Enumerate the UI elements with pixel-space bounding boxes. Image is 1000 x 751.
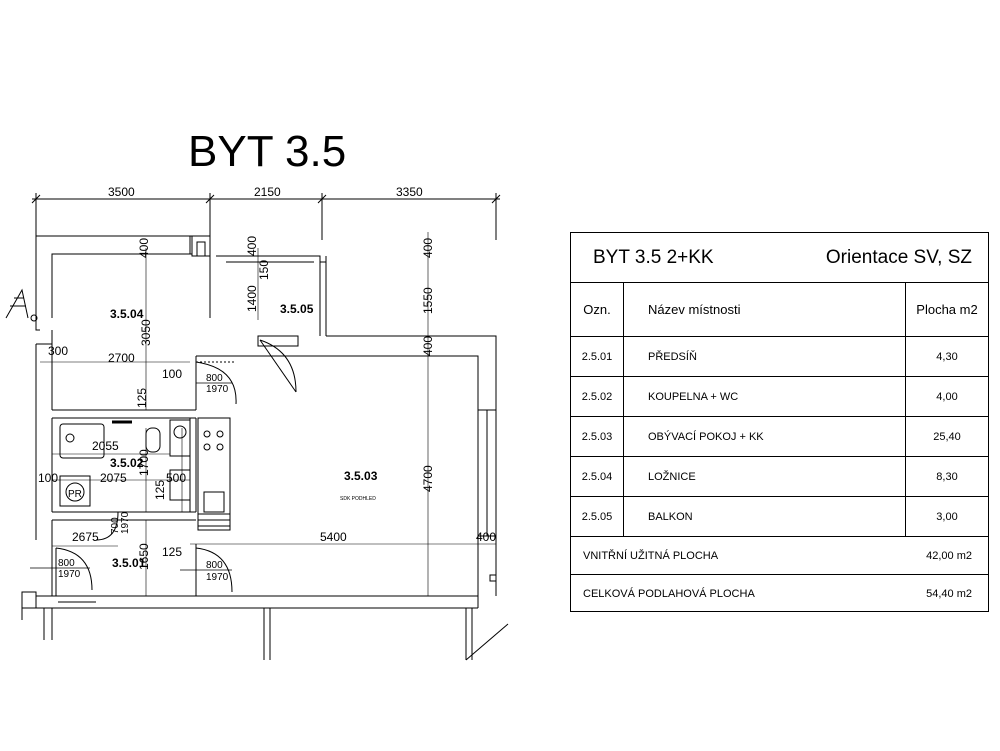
- door-height-a: 1970: [206, 384, 229, 395]
- dim-400-e: 400: [476, 530, 496, 544]
- col-header-area: Plocha m2: [916, 302, 978, 317]
- door-width-c: 800: [58, 558, 75, 569]
- dim-400-d: 400: [421, 336, 435, 356]
- room-3-5-01: 3.5.01: [112, 556, 146, 570]
- cell-area: 8,30: [936, 470, 958, 483]
- dim-125-a: 125: [135, 388, 149, 408]
- cell-name: OBÝVACÍ POKOJ + KK: [624, 417, 906, 456]
- summary-row: VNITŘNÍ UŽITNÁ PLOCHA 42,00 m2: [571, 537, 988, 575]
- dim-1700: 1700: [137, 449, 151, 476]
- dim-400-b: 400: [245, 236, 259, 256]
- floor-plan: BYT 3.5: [5, 127, 509, 661]
- plan-linework: [5, 193, 509, 661]
- cell-ozn: 2.5.03: [571, 417, 624, 456]
- dim-100-b: 100: [38, 471, 58, 485]
- cell-area: 4,30: [936, 350, 958, 363]
- door-height-c: 1970: [58, 569, 81, 580]
- cell-ozn: 2.5.01: [571, 337, 624, 376]
- room-3-5-04: 3.5.04: [110, 307, 144, 321]
- cell-ozn: 2.5.05: [571, 497, 624, 536]
- cell-area: 25,40: [933, 430, 961, 443]
- dim-1550: 1550: [421, 287, 435, 314]
- summary-label: CELKOVÁ PODLAHOVÁ PLOCHA: [583, 588, 755, 600]
- cell-ozn: 2.5.04: [571, 457, 624, 496]
- summary-label: VNITŘNÍ UŽITNÁ PLOCHA: [583, 549, 719, 562]
- room-3-5-03: 3.5.03: [344, 469, 378, 483]
- table-orientation: Orientace SV, SZ: [825, 246, 972, 268]
- cell-area: 3,00: [936, 510, 958, 523]
- dim-500: 500: [166, 471, 186, 485]
- ceiling-note: SDK PODHLED: [340, 496, 376, 502]
- dim-2675: 2675: [72, 530, 99, 544]
- cell-name: LOŽNICE: [624, 457, 906, 496]
- room-3-5-02: 3.5.02: [110, 456, 144, 470]
- door-width-a: 800: [206, 373, 223, 384]
- dim-2150: 2150: [254, 185, 281, 199]
- dim-400-a: 400: [137, 238, 151, 258]
- door-height-d: 1970: [206, 572, 229, 583]
- cell-name: KOUPELNA + WC: [624, 377, 906, 416]
- table-header-row: BYT 3.5 2+KK Orientace SV, SZ: [571, 233, 988, 283]
- dim-150: 150: [257, 260, 271, 280]
- dim-3350: 3350: [396, 185, 423, 199]
- dim-2700: 2700: [108, 351, 135, 365]
- summary-value: 54,40 m2: [926, 588, 972, 600]
- summary-value: 42,00 m2: [926, 549, 972, 562]
- dim-300: 300: [48, 344, 68, 358]
- room-area-table: BYT 3.5 2+KK Orientace SV, SZ Ozn. Název…: [570, 232, 989, 612]
- dim-125-c: 125: [162, 545, 182, 559]
- dim-3500: 3500: [108, 185, 135, 199]
- cell-ozn: 2.5.02: [571, 377, 624, 416]
- pr-label: PR: [68, 489, 82, 500]
- dim-2075: 2075: [100, 471, 127, 485]
- dim-3050: 3050: [139, 319, 153, 346]
- door-height-b: 1970: [120, 511, 131, 534]
- cell-name: PŘEDSÍŇ: [624, 337, 906, 376]
- door-width-b: 700: [110, 517, 121, 534]
- cell-area: 4,00: [936, 390, 958, 403]
- col-header-name: Název místnosti: [624, 283, 906, 336]
- dim-1400: 1400: [245, 285, 259, 312]
- cell-name: BALKON: [624, 497, 906, 536]
- door-width-d: 800: [206, 560, 223, 571]
- dim-2055: 2055: [92, 439, 119, 453]
- dim-5400: 5400: [320, 530, 347, 544]
- dim-125-b: 125: [153, 480, 167, 500]
- dim-4700: 4700: [421, 465, 435, 492]
- table-title: BYT 3.5 2+KK: [593, 246, 714, 268]
- dim-100-a: 100: [162, 367, 182, 381]
- summary-row: CELKOVÁ PODLAHOVÁ PLOCHA 54,40 m2: [571, 575, 988, 613]
- table-column-headers: Ozn. Název místnosti Plocha m2: [571, 283, 988, 337]
- dim-1650: 1650: [137, 543, 151, 570]
- col-header-ozn: Ozn.: [571, 283, 624, 336]
- room-3-5-05: 3.5.05: [280, 302, 314, 316]
- dim-400-c: 400: [421, 238, 435, 258]
- plan-title: BYT 3.5: [188, 127, 346, 176]
